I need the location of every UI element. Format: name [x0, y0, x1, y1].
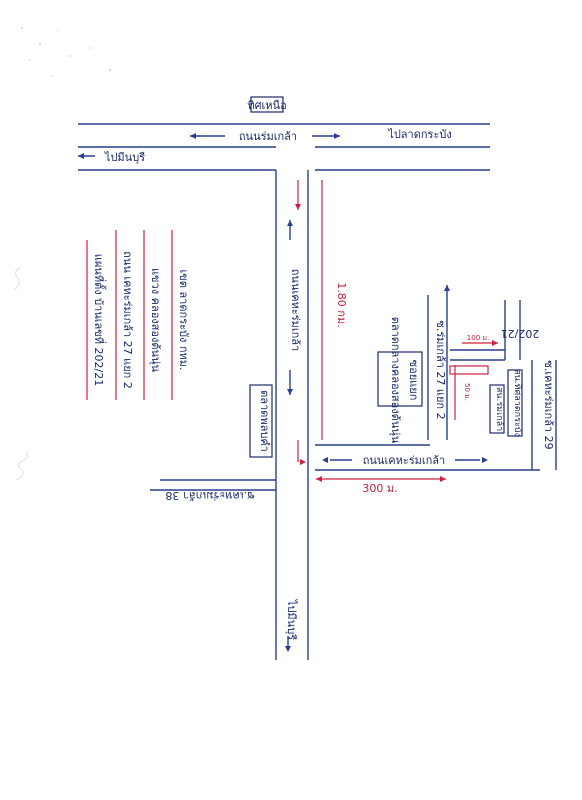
- top-left-direction: ไปมีนบุรี: [104, 151, 145, 164]
- school-label: สน.ทิศลาดกระบัง: [512, 369, 523, 437]
- landmark-left-label: ตลาดพลบค่ำ: [258, 390, 273, 452]
- right-soi: ซ.เคหะร่มเกล้า 29: [531, 360, 557, 470]
- short-distance-1: 100 ม.: [467, 334, 489, 342]
- house-number-top: 202/21: [501, 327, 540, 340]
- landmark-left: ตลาดพลบค่ำ: [249, 384, 273, 458]
- soi-left-label: ซ.เคหะร่มเกล้า 38: [165, 489, 254, 502]
- address-block: แผนที่ตั้ง บ้านเลขที่ 202/21 ถนน เคหะร่ม…: [86, 230, 190, 400]
- soi-27-label: ซ.ร่มเกล้า 27 แยก 2: [434, 320, 447, 419]
- lower-road-label: ถนนเคหะร่มเกล้า: [363, 454, 445, 467]
- address-line-1: แผนที่ตั้ง บ้านเลขที่ 202/21: [92, 254, 107, 386]
- landmark-center-label-2: ซอยแยก: [407, 360, 420, 401]
- vertical-road-label: ถนนเคหะร่มเกล้า: [289, 269, 302, 351]
- landmark-center-label: ตลาดกลางคลองสองต้นนุ่น: [389, 317, 402, 444]
- margin-marks: [13, 267, 29, 481]
- short-distance-2: 50 ม.: [463, 383, 471, 401]
- bottom-direction: ไปมีนบุรี: [285, 599, 298, 640]
- soi-27: ซ.ร่มเกล้า 27 แยก 2: [427, 285, 450, 440]
- top-main-road: ถนนร่มเกล้า ไปลาดกระบัง ไปมีนบุรี: [78, 123, 490, 164]
- address-line-4: เขต ลาดกระบัง กทม.: [177, 270, 190, 371]
- lower-distance-label: 300 ม.: [362, 482, 397, 495]
- police-label: สน.ร่มเกล้า: [494, 387, 505, 431]
- landmark-center: ตลาดกลางคลองสองต้นนุ่น ซอยแยก: [377, 317, 423, 444]
- north-marker: ทิศเหนือ: [247, 96, 287, 113]
- house-area: 202/21 100 ม. 50 ม.: [449, 300, 540, 420]
- address-line-3: แขวง คลองสองต้นนุ่น: [149, 268, 162, 373]
- scan-noise: [21, 27, 112, 77]
- vertical-distance: 1.80 กม.: [321, 180, 348, 440]
- left-soi: ซ.เคหะร่มเกล้า 38: [150, 479, 276, 502]
- vertical-distance-label: 1.80 กม.: [335, 282, 348, 327]
- address-line-2: ถนน เคหะร่มเกล้า 27 แยก 2: [121, 251, 134, 389]
- vertical-road: ถนนเคหะร่มเกล้า ไปมีนบุรี: [78, 169, 490, 660]
- north-label: ทิศเหนือ: [247, 99, 286, 112]
- top-road-label: ถนนร่มเกล้า: [239, 130, 297, 143]
- top-right-direction: ไปลาดกระบัง: [387, 128, 451, 141]
- lower-road: ถนนเคหะร่มเกล้า 300 ม.: [315, 444, 540, 495]
- soi-right-label: ซ.เคหะร่มเกล้า 29: [542, 360, 555, 449]
- right-landmarks: สน.ร่มเกล้า สน.ทิศลาดกระบัง: [489, 369, 523, 437]
